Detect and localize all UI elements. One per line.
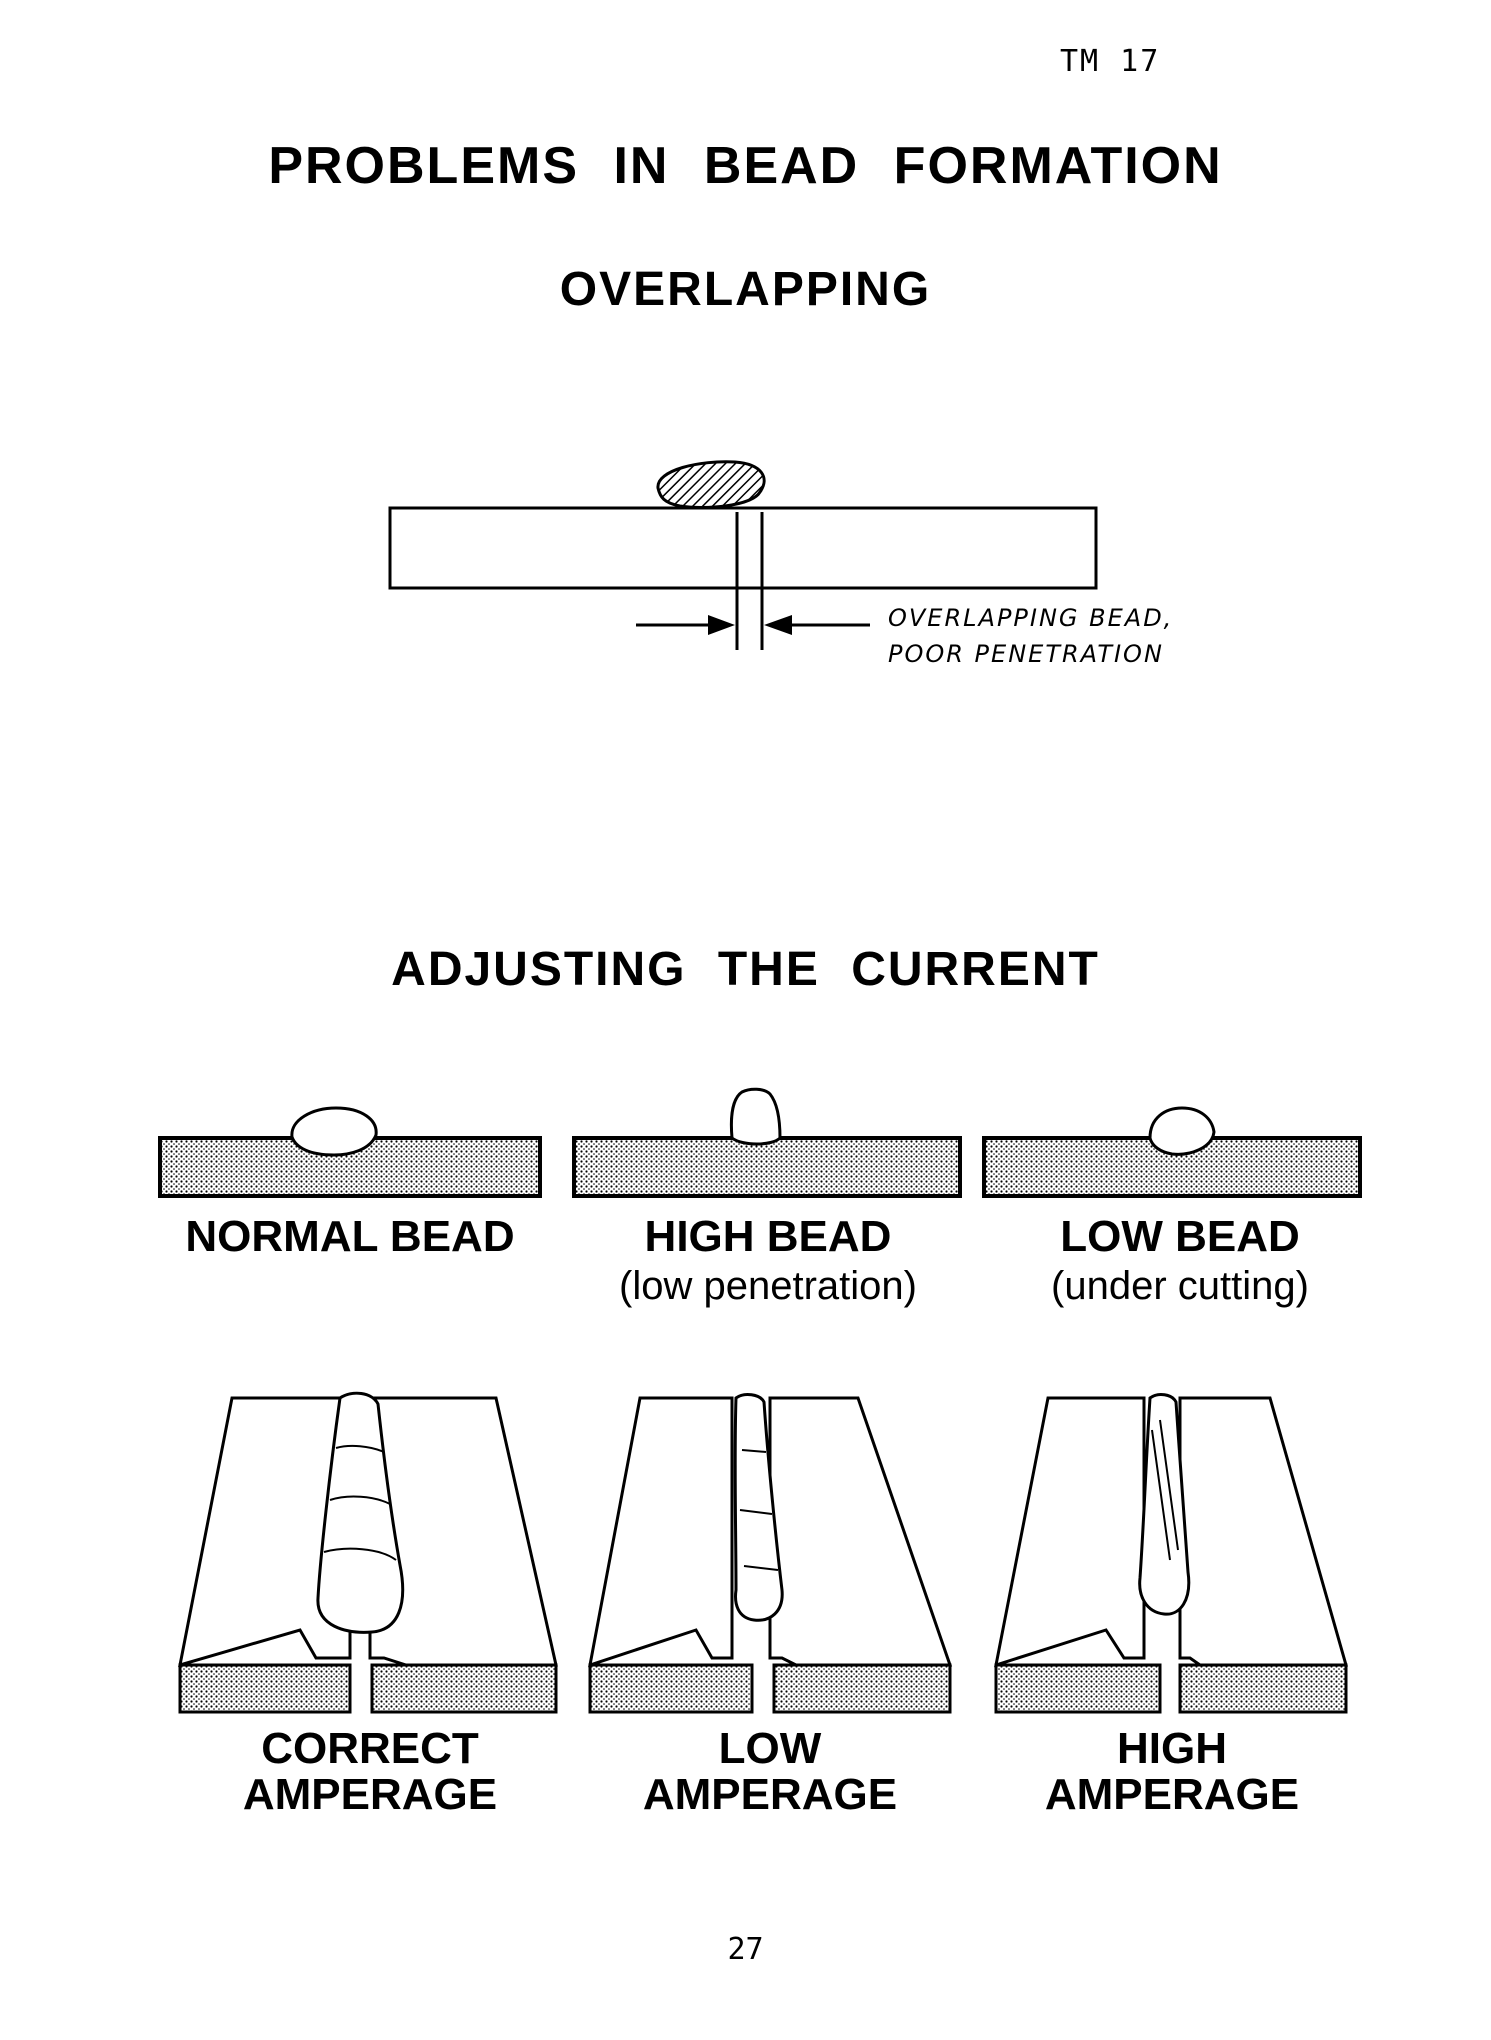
groove-left-face: [178, 1396, 352, 1668]
groove-left-block: [588, 1663, 754, 1714]
bead-plate: [158, 1136, 542, 1198]
bead-label-high: HIGH BEAD: [644, 1212, 892, 1261]
bead-sub-high: (low penetration): [619, 1264, 917, 1308]
amp-label-high: HIGH AMPERAGE: [982, 1726, 1362, 1818]
amp-label-high-line2: AMPERAGE: [1044, 1770, 1300, 1819]
low-bead: [1148, 1106, 1216, 1156]
amp-correct-diagram: [178, 1391, 558, 1714]
bead-label-low: LOW BEAD: [1060, 1212, 1300, 1261]
amp-low-diagram: [588, 1393, 953, 1714]
bead-low-diagram: [982, 1106, 1362, 1198]
normal-bead: [290, 1106, 378, 1157]
amp-label-correct: CORRECT AMPERAGE: [180, 1726, 560, 1818]
bead-label-normal: NORMAL BEAD: [185, 1212, 515, 1261]
groove-left-face: [588, 1396, 734, 1668]
overlapping-title: OVERLAPPING: [559, 263, 932, 316]
amp-label-low-line1: LOW: [718, 1724, 822, 1773]
weld-bead: [733, 1393, 784, 1622]
groove-right-face: [368, 1396, 558, 1667]
groove-left-block: [994, 1663, 1162, 1714]
overlap-note: OVERLAPPING BEAD, POOR PENETRATION: [888, 600, 1173, 672]
groove-right-block: [772, 1663, 952, 1714]
weld-bead: [316, 1391, 405, 1634]
bead-plate: [982, 1136, 1362, 1198]
current-title: ADJUSTING THE CURRENT: [391, 943, 1100, 996]
bead-sub-low: (under cutting): [1051, 1264, 1309, 1308]
high-bead: [729, 1087, 782, 1146]
overlap-note-line2: POOR PENETRATION: [888, 640, 1164, 668]
groove-right-block: [370, 1663, 558, 1714]
amp-label-correct-line1: CORRECT: [261, 1724, 479, 1773]
amp-label-low-line2: AMPERAGE: [642, 1770, 898, 1819]
bead-normal-diagram: [158, 1106, 542, 1198]
tm-number: TM 17: [1060, 44, 1161, 79]
weld-bead: [1138, 1393, 1191, 1616]
amp-label-correct-line2: AMPERAGE: [242, 1770, 498, 1819]
groove-right-face: [1178, 1396, 1348, 1667]
arrow-left-head: [708, 615, 735, 635]
page-title: PROBLEMS IN BEAD FORMATION: [268, 137, 1223, 195]
bead-high-diagram: [572, 1087, 962, 1198]
overlap-plate: [388, 506, 1098, 590]
overlap-bead: [656, 460, 766, 509]
groove-right-face: [768, 1396, 953, 1667]
overlap-note-line1: OVERLAPPING BEAD,: [888, 604, 1174, 632]
groove-left-block: [178, 1663, 352, 1714]
amp-label-low: LOW AMPERAGE: [580, 1726, 960, 1818]
bead-plate: [572, 1136, 962, 1198]
page-number: 27: [727, 1932, 764, 1967]
groove-left-face: [994, 1396, 1146, 1668]
amp-label-high-line1: HIGH: [1117, 1724, 1227, 1773]
arrow-right-head: [764, 615, 792, 635]
groove-right-block: [1178, 1663, 1348, 1714]
amp-high-diagram: [994, 1393, 1348, 1714]
